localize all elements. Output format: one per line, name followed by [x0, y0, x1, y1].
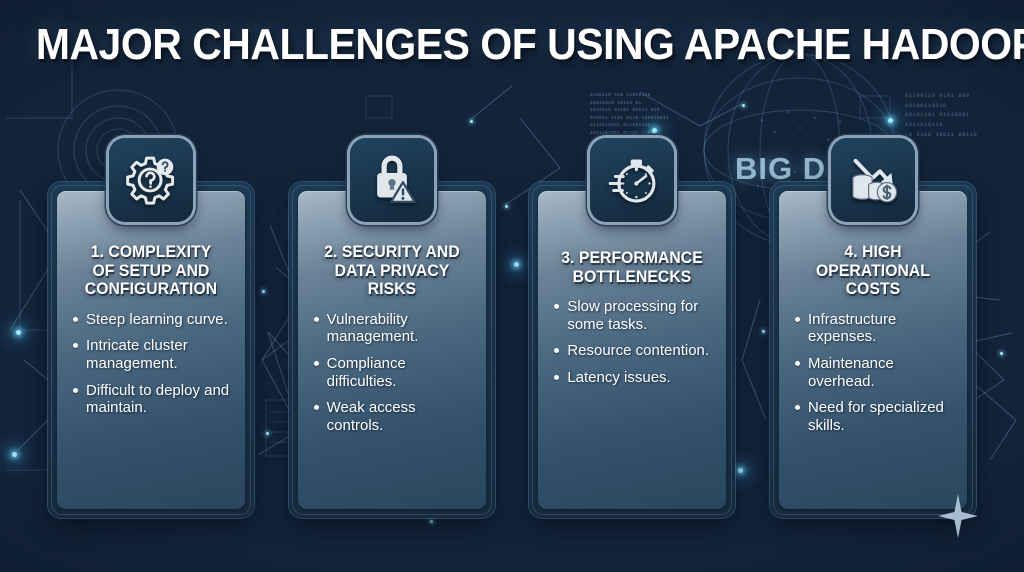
list-item: Intricate cluster management.	[72, 337, 232, 372]
list-item: Maintenance overhead.	[794, 355, 954, 390]
list-item: Difficult to deploy and maintain.	[72, 382, 232, 417]
card-body: 4. HIGH OPERATIONAL COSTS Infrastructure…	[778, 191, 967, 509]
network-node	[430, 520, 433, 523]
card-bullet-list: Steep learning curve. Intricate cluster …	[70, 311, 232, 417]
card-title: 2. SECURITY AND DATA PRIVACY RISKS	[323, 243, 460, 299]
card-body: 3. PERFORMANCE BOTTLENECKS Slow processi…	[538, 191, 727, 509]
page-title: MAJOR CHALLENGES OF USING APACHE HADOOP	[35, 20, 1024, 69]
list-item: Compliance difficulties.	[313, 355, 473, 390]
list-item: Weak access controls.	[313, 399, 473, 434]
card-title: 1. COMPLEXITY OF SETUP AND CONFIGURATION	[84, 243, 218, 299]
list-item: Need for specialized skills.	[794, 399, 954, 434]
challenge-card-security[interactable]: 2. SECURITY AND DATA PRIVACY RISKS Vulne…	[288, 138, 495, 518]
card-bullet-list: Infrastructure expenses. Maintenance ove…	[792, 311, 954, 434]
list-item: Vulnerability management.	[313, 311, 473, 346]
network-node	[16, 330, 21, 335]
list-item: Slow processing for some tasks.	[553, 298, 713, 333]
card-body: 2. SECURITY AND DATA PRIVACY RISKS Vulne…	[297, 191, 486, 509]
challenge-card-row: 1. COMPLEXITY OF SETUP AND CONFIGURATION…	[48, 138, 976, 518]
list-item: Latency issues.	[553, 369, 713, 387]
card-title: 3. PERFORMANCE BOTTLENECKS	[561, 249, 704, 286]
challenge-card-complexity[interactable]: 1. COMPLEXITY OF SETUP AND CONFIGURATION…	[48, 138, 254, 518]
network-node	[742, 104, 745, 107]
background-binary-text: 01100110 0101 000 00100110110 00101101 0…	[905, 93, 978, 138]
lock-warning-icon	[349, 138, 434, 222]
list-item: Steep learning curve.	[72, 311, 232, 329]
card-title: 4. HIGH OPERATIONAL COSTS	[815, 243, 930, 299]
list-item: Resource contention.	[553, 342, 713, 360]
challenge-card-cost[interactable]: 4. HIGH OPERATIONAL COSTS Infrastructure…	[769, 138, 976, 518]
challenge-card-performance[interactable]: 3. PERFORMANCE BOTTLENECKS Slow processi…	[529, 138, 736, 518]
list-item: Infrastructure expenses.	[794, 311, 954, 346]
declining-cost-coins-icon	[830, 138, 915, 222]
background-micro-text: 0100110 010 11010110 01011010 10110 01 1…	[590, 93, 669, 136]
card-bullet-list: Vulnerability management. Compliance dif…	[311, 311, 473, 434]
stopwatch-icon	[590, 138, 675, 222]
network-node	[1000, 352, 1003, 355]
card-body: 1. COMPLEXITY OF SETUP AND CONFIGURATION…	[57, 191, 245, 509]
card-bullet-list: Slow processing for some tasks. Resource…	[551, 298, 713, 386]
gear-question-icon	[109, 138, 193, 222]
network-node	[12, 452, 17, 457]
network-node	[888, 118, 893, 123]
network-node	[470, 120, 473, 123]
